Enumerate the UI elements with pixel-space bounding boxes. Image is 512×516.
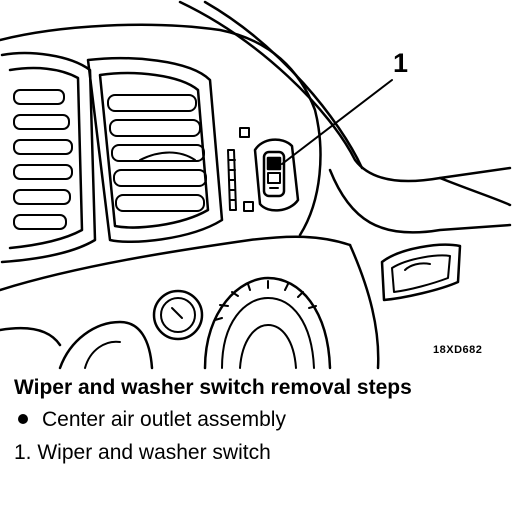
caption-title: Wiper and washer switch removal steps (14, 376, 412, 399)
dash-upper-line (0, 23, 322, 237)
right-side-vent (380, 243, 462, 302)
center-air-outlet (86, 56, 224, 244)
dash-lower-line (0, 235, 352, 292)
climate-knob-center (203, 276, 332, 370)
dash-right-panel (328, 168, 512, 234)
step-number: 1. (14, 441, 32, 464)
bullet-icon (18, 414, 28, 425)
right-corner-line (438, 176, 512, 207)
dash-right-lower (348, 243, 380, 370)
caption: Wiper and washer switch removal steps Ce… (14, 376, 504, 474)
figure-code: 18XD682 (433, 344, 483, 356)
callout-leader-line (281, 79, 393, 165)
dashboard-illustration (0, 0, 512, 370)
lower-left-panel (0, 320, 154, 370)
callout-number-1: 1 (393, 48, 409, 78)
step-item: Center air outlet assembly (14, 408, 504, 432)
climate-knob-left (152, 289, 204, 341)
step-item: 1. Wiper and washer switch (14, 441, 504, 465)
step-text: Center air outlet assembly (42, 408, 286, 431)
windshield-edge-inner (203, 0, 364, 170)
left-air-outlet (0, 51, 97, 264)
wiper-washer-switch (253, 138, 300, 212)
dimmer-dial (227, 127, 254, 212)
windshield-edge (178, 0, 512, 183)
step-text: Wiper and washer switch (37, 441, 271, 464)
